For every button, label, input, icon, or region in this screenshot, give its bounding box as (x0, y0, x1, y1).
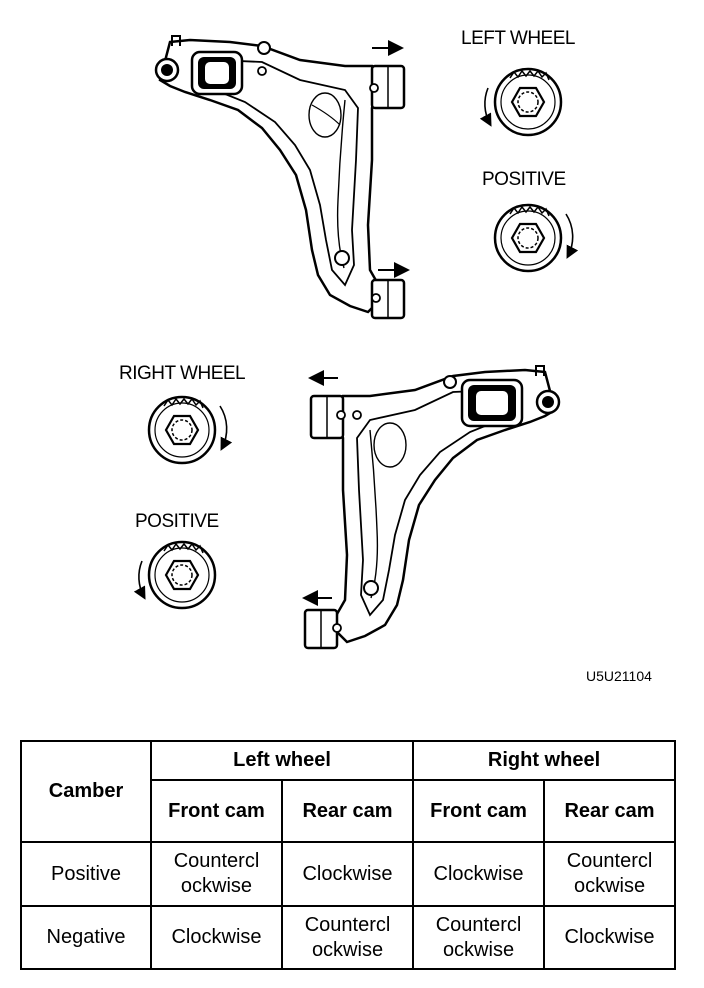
cell-left-rear: Countercl ockwise (280, 905, 415, 970)
cell-left-rear: Clockwise (280, 841, 415, 907)
cell-camber: Negative (20, 905, 152, 970)
suspension-arm-figure (133, 35, 579, 650)
right-rear-cam-icon (133, 540, 217, 610)
header-right-wheel: Right wheel (412, 740, 677, 781)
header-left-front-cam: Front cam (150, 779, 283, 843)
left-wheel-label: LEFT WHEEL (461, 28, 575, 49)
camber-table: Camber Left wheel Right wheel Front cam … (20, 740, 677, 970)
right-wheel-label: RIGHT WHEEL (119, 363, 246, 384)
header-right-rear-cam: Rear cam (543, 779, 677, 843)
left-control-arm (154, 35, 410, 320)
figure-code: U5U21104 (586, 668, 652, 684)
right-front-cam-icon (147, 395, 233, 465)
cell-left-front: Countercl ockwise (150, 841, 283, 907)
cell-right-rear: Countercl ockwise (543, 841, 677, 907)
left-rear-cam-icon (493, 203, 579, 273)
cell-right-rear: Clockwise (543, 905, 677, 970)
header-camber: Camber (20, 740, 152, 843)
left-positive-label: POSITIVE (482, 169, 566, 190)
cell-right-front: Countercl ockwise (412, 905, 546, 970)
right-control-arm (302, 365, 561, 650)
cell-camber: Positive (20, 841, 152, 907)
table-row: Positive Countercl ockwise Clockwise Clo… (20, 841, 677, 907)
header-left-wheel: Left wheel (149, 740, 415, 781)
header-right-front-cam: Front cam (412, 779, 546, 843)
cell-right-front: Clockwise (412, 841, 546, 907)
cell-left-front: Clockwise (150, 905, 283, 970)
table-row: Negative Clockwise Countercl ockwise Cou… (20, 905, 677, 970)
right-positive-label: POSITIVE (135, 511, 219, 532)
left-front-cam-icon (479, 67, 563, 137)
header-left-rear-cam: Rear cam (280, 779, 415, 843)
